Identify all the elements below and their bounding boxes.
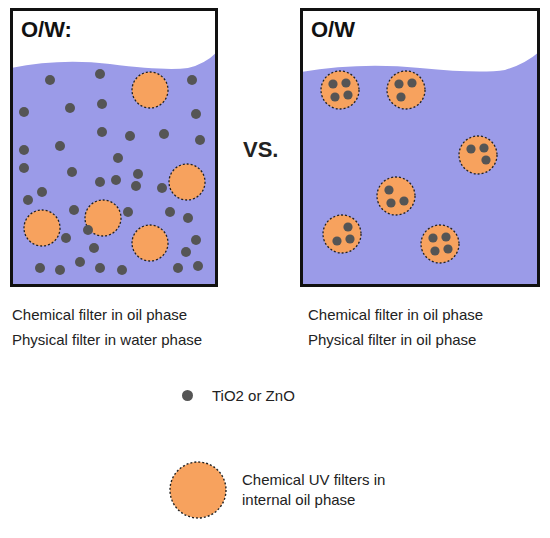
legend-swatch-holder xyxy=(168,460,228,520)
mineral-particle xyxy=(386,198,395,207)
mineral-particle xyxy=(117,265,127,275)
mineral-particle xyxy=(95,69,105,79)
mineral-particle xyxy=(396,92,405,101)
oil-droplet xyxy=(24,210,60,246)
legend-swatch xyxy=(182,390,193,401)
caption-line: Chemical filter in oil phase xyxy=(308,305,483,324)
mineral-particle xyxy=(35,263,45,273)
mineral-particle xyxy=(69,205,79,215)
beaker-heading: O/W xyxy=(303,11,537,43)
mineral-particle xyxy=(195,135,205,145)
mineral-particle xyxy=(384,185,393,194)
oil-droplet xyxy=(323,215,361,253)
mineral-particle xyxy=(441,232,450,241)
mineral-particle xyxy=(113,153,123,163)
mineral-particle xyxy=(193,261,203,271)
oil-droplet xyxy=(132,72,168,108)
mineral-particle xyxy=(157,183,167,193)
oil-droplet xyxy=(421,225,459,263)
legend-swatch-holder xyxy=(180,388,195,403)
versus-label: VS. xyxy=(243,140,278,159)
mineral-particle xyxy=(165,207,175,217)
mineral-particle xyxy=(332,236,341,245)
mineral-particle xyxy=(191,235,201,245)
mineral-particle xyxy=(187,75,197,85)
mineral-particle xyxy=(159,129,169,139)
beaker-heading: O/W: xyxy=(13,11,215,43)
mineral-particle xyxy=(37,187,47,197)
mineral-particle xyxy=(97,99,107,109)
oil-droplet xyxy=(387,71,425,109)
mineral-particle xyxy=(111,175,121,185)
mineral-particle xyxy=(19,163,29,173)
mineral-particle xyxy=(328,79,337,88)
mineral-particle xyxy=(466,144,475,153)
oil-droplet xyxy=(459,136,497,174)
water-phase xyxy=(301,52,539,286)
mineral-particle xyxy=(481,155,490,164)
mineral-particle xyxy=(191,109,201,119)
oil-droplet xyxy=(377,177,415,215)
mineral-particle xyxy=(181,247,191,257)
mineral-particle xyxy=(75,257,85,267)
mineral-particle xyxy=(55,265,65,275)
mineral-particle xyxy=(65,103,75,113)
mineral-particle xyxy=(428,233,437,242)
mineral-particle xyxy=(173,263,183,273)
mineral-particle xyxy=(55,141,65,151)
mineral-particle xyxy=(23,195,33,205)
mineral-particle xyxy=(95,263,105,273)
mineral-particle xyxy=(97,127,107,137)
mineral-particle xyxy=(341,78,350,87)
mineral-particle xyxy=(343,90,352,99)
mineral-particle xyxy=(67,167,77,177)
mineral-particle xyxy=(394,79,403,88)
mineral-particle xyxy=(95,177,105,187)
caption-line: Physical filter in water phase xyxy=(12,330,202,349)
mineral-particle xyxy=(45,75,55,85)
mineral-particle xyxy=(399,196,408,205)
oil-droplet xyxy=(169,164,205,200)
right-emulsion xyxy=(321,71,497,263)
mineral-particle xyxy=(19,145,29,155)
mineral-particle xyxy=(125,131,135,141)
left-emulsion xyxy=(19,69,205,275)
mineral-particle xyxy=(345,234,354,243)
mineral-particle xyxy=(430,246,439,255)
water-phase xyxy=(11,52,217,286)
mineral-particle xyxy=(123,207,133,217)
mineral-particle xyxy=(83,225,93,235)
legend-swatch xyxy=(170,462,226,518)
mineral-particle xyxy=(133,169,143,179)
caption-line: Physical filter in oil phase xyxy=(308,330,476,349)
mineral-particle xyxy=(183,213,193,223)
mineral-particle xyxy=(61,233,71,243)
caption-line: Chemical filter in oil phase xyxy=(12,305,187,324)
mineral-particle xyxy=(443,244,452,253)
mineral-particle xyxy=(479,143,488,152)
legend-text: TiO2 or ZnO xyxy=(212,386,412,406)
beaker-box: O/W xyxy=(300,8,540,287)
mineral-particle xyxy=(89,243,99,253)
mineral-particle xyxy=(330,92,339,101)
mineral-particle xyxy=(343,222,352,231)
oil-droplet xyxy=(321,71,359,109)
mineral-particle xyxy=(407,78,416,87)
legend-text: Chemical UV filters in internal oil phas… xyxy=(242,470,390,510)
oil-droplet xyxy=(132,225,168,261)
mineral-particle xyxy=(131,181,141,191)
mineral-particle xyxy=(19,107,29,117)
beaker-box: O/W: xyxy=(10,8,218,287)
